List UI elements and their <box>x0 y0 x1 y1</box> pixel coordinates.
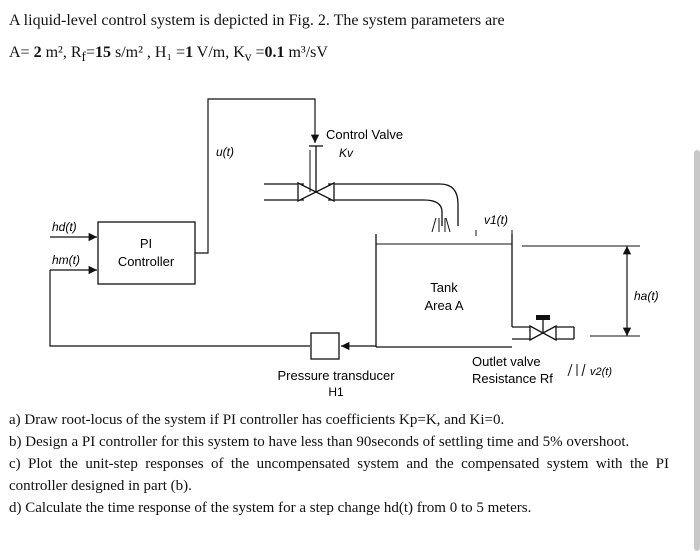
transducer-label-line1: Pressure transducer <box>277 368 395 383</box>
valve-label-line2: Kv <box>339 146 354 160</box>
outlet-label-line1: Outlet valve <box>472 354 541 369</box>
outlet-valve-icon <box>529 315 557 342</box>
outlet-label-line2: Resistance Rf <box>472 371 553 386</box>
vertical-scrollbar[interactable] <box>694 150 700 551</box>
question-b: b) Design a PI controller for this syste… <box>9 434 630 450</box>
control-valve-icon <box>297 145 335 203</box>
transducer-label-line2: H1 <box>328 385 344 399</box>
outlet-pipe <box>512 326 575 340</box>
param-rf-value: 15 <box>94 44 111 61</box>
tank-label-line1: Tank <box>430 280 458 295</box>
questions-list: a) Draw root-locus of the system if PI c… <box>9 409 669 519</box>
tank <box>375 234 513 348</box>
inlet-pipe <box>264 183 459 226</box>
param-rf-sub: f <box>81 49 86 65</box>
hm-label: hm(t) <box>52 253 80 267</box>
v1-label: v1(t) <box>484 213 508 227</box>
param-kv-unit: m³/sV <box>284 44 328 61</box>
param-kv-value: 0.1 <box>264 44 285 61</box>
feedback-line <box>49 270 310 347</box>
outflow-marks-icon <box>567 363 586 377</box>
param-h1-unit: V/m, K <box>193 44 245 61</box>
param-a-label: A= <box>9 44 34 61</box>
param-h1-value: 1 <box>185 44 194 61</box>
question-a: a) Draw root-locus of the system if PI c… <box>9 412 505 428</box>
param-rf-eq: = <box>85 44 95 61</box>
controller-label-line2: Controller <box>118 254 175 269</box>
pressure-transducer-block <box>310 332 340 360</box>
pi-controller-block <box>97 221 196 285</box>
inflow-marks-icon <box>431 217 451 233</box>
param-kv-eq: = <box>251 44 265 61</box>
question-d: d) Calculate the time response of the sy… <box>9 500 532 516</box>
ha-label: ha(t) <box>634 289 659 303</box>
question-c: c) Plot the unit-step responses of the u… <box>9 456 669 494</box>
param-kv-sub: v <box>244 49 252 65</box>
controller-label-line1: PI <box>140 236 152 251</box>
param-rf-unit: s/m² , H₁ = <box>110 44 186 61</box>
u-label: u(t) <box>216 145 234 159</box>
hd-label: hd(t) <box>52 220 77 234</box>
param-a-value: 2 <box>33 44 42 61</box>
system-parameters: A= 2 m², Rf=15 s/m² , H₁ =1 V/m, Kv =0.1… <box>9 44 328 65</box>
liquid-level-diagram: PI Controller hd(t) hm(t) u(t) Control V… <box>49 98 659 399</box>
problem-intro: A liquid-level control system is depicte… <box>9 12 505 29</box>
param-a-unit: m², R <box>41 44 82 61</box>
tank-label-line2: Area A <box>424 298 463 313</box>
v2-label: v2(t) <box>590 366 612 378</box>
valve-label-line1: Control Valve <box>326 127 403 142</box>
control-signal-line <box>195 98 320 254</box>
